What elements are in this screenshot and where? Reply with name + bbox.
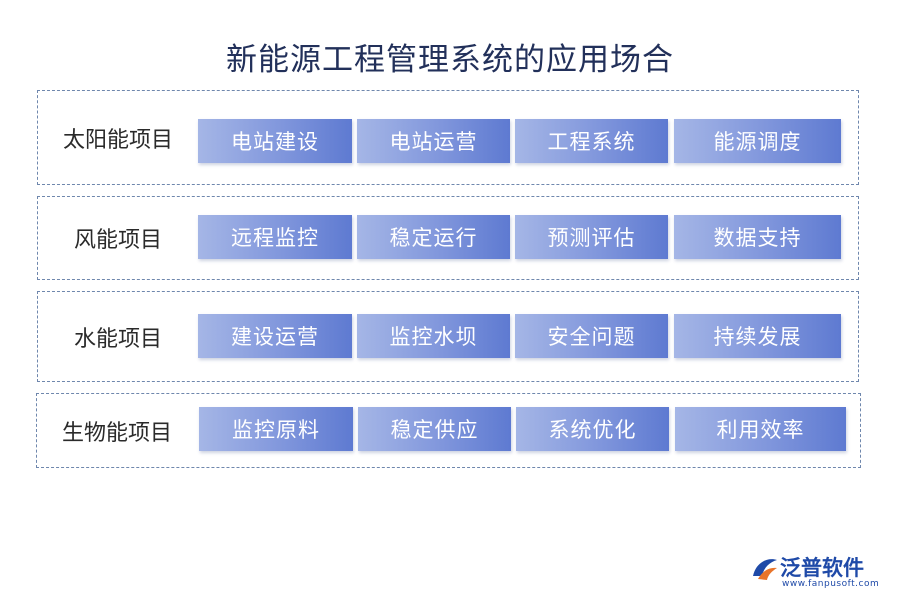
item-box: 电站建设 <box>198 119 352 163</box>
item-box: 预测评估 <box>515 215 668 259</box>
group-solar: 太阳能项目 电站建设 电站运营 工程系统 能源调度 <box>37 90 859 185</box>
logo-url: www.fanpusoft.com <box>782 579 880 589</box>
page-title: 新能源工程管理系统的应用场合 <box>226 42 674 78</box>
group-label: 生物能项目 <box>61 420 172 446</box>
item-box: 安全问题 <box>515 314 668 358</box>
item-box: 稳定供应 <box>358 407 511 451</box>
fanpu-logo-icon <box>753 559 777 580</box>
logo-name: 泛普软件 <box>780 556 864 580</box>
item-box: 利用效率 <box>675 407 846 451</box>
group-label: 风能项目 <box>73 228 162 253</box>
group-label: 太阳能项目 <box>62 127 173 153</box>
item-box: 数据支持 <box>674 215 841 259</box>
item-box: 工程系统 <box>515 119 668 163</box>
item-box: 建设运营 <box>198 314 352 358</box>
item-box: 系统优化 <box>516 407 669 451</box>
group-biomass: 生物能项目 监控原料 稳定供应 系统优化 利用效率 <box>36 393 861 468</box>
item-box: 远程监控 <box>198 215 352 259</box>
item-box: 稳定运行 <box>357 215 510 259</box>
group-hydro: 水能项目 建设运营 监控水坝 安全问题 持续发展 <box>37 291 859 382</box>
item-box: 能源调度 <box>674 119 841 163</box>
group-wind: 风能项目 远程监控 稳定运行 预测评估 数据支持 <box>37 196 859 280</box>
brand-logo: 泛普软件 www.fanpusoft.com <box>750 552 890 592</box>
item-box: 监控水坝 <box>357 314 510 358</box>
group-label: 水能项目 <box>73 326 162 352</box>
item-box: 监控原料 <box>199 407 353 451</box>
item-box: 电站运营 <box>357 119 510 163</box>
item-box: 持续发展 <box>674 314 841 358</box>
